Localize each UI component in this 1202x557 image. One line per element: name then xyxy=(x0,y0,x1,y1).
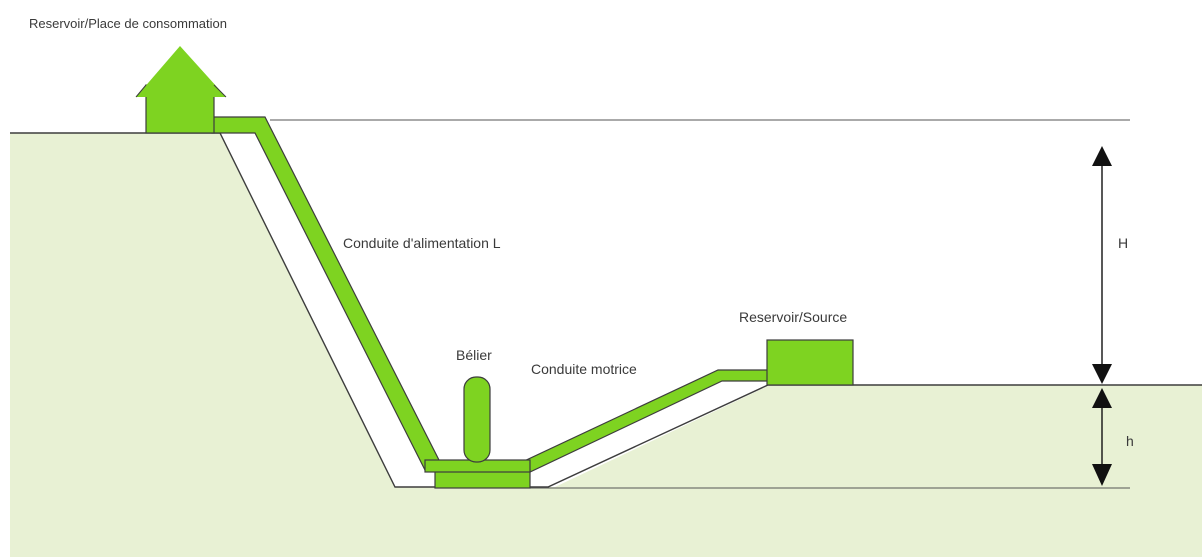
dimension-H xyxy=(1092,146,1112,384)
drive-trench xyxy=(525,373,770,487)
ram-vessel xyxy=(463,376,491,463)
label-supply-pipe: Conduite d'alimentation L xyxy=(343,235,501,251)
dimension-h xyxy=(1092,388,1112,486)
label-drive-pipe: Conduite motrice xyxy=(531,361,637,377)
source-reservoir xyxy=(766,339,854,386)
arrow-up-H xyxy=(1092,146,1112,166)
reservoir-house-roof xyxy=(136,46,226,97)
ground-edge-right xyxy=(530,384,1202,488)
label-ram: Bélier xyxy=(456,347,492,363)
supply-trench xyxy=(220,133,432,487)
ground-edge-left xyxy=(10,132,435,488)
label-top-reservoir: Reservoir/Place de consommation xyxy=(29,16,227,31)
arrow-up-h xyxy=(1092,388,1112,408)
label-height-h: h xyxy=(1126,433,1134,449)
label-height-H: H xyxy=(1118,235,1128,251)
arrow-down-H xyxy=(1092,364,1112,384)
arrow-down-h xyxy=(1092,464,1112,486)
ground-terrain xyxy=(10,133,1202,557)
label-source: Reservoir/Source xyxy=(739,309,847,325)
top-reservoir xyxy=(135,46,227,134)
ram-base xyxy=(434,469,531,489)
